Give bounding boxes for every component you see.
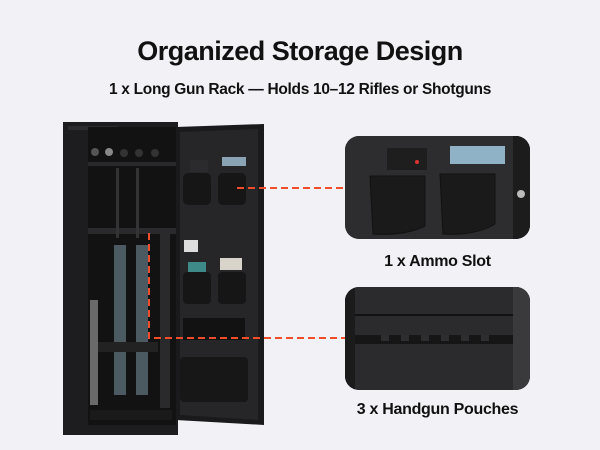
rifle bbox=[136, 245, 148, 395]
top-shelf bbox=[88, 162, 176, 166]
rifle bbox=[160, 228, 170, 408]
handgun-pouch bbox=[218, 173, 246, 205]
rifle bbox=[114, 245, 126, 395]
callout-label-bottom: 3 x Handgun Pouches bbox=[356, 401, 519, 418]
handgun-pouch bbox=[218, 272, 246, 304]
gun-rack bbox=[88, 228, 176, 234]
rack-slots bbox=[355, 335, 513, 344]
rifle bbox=[90, 300, 98, 405]
page-subtitle: 1 x Long Gun Rack — Holds 10–12 Rifles o… bbox=[108, 81, 492, 98]
page-title: Organized Storage Design bbox=[137, 36, 463, 66]
handgun-pouch bbox=[183, 272, 211, 304]
handgun-pouch bbox=[183, 173, 211, 205]
callout-label-top: 1 x Ammo Slot bbox=[384, 253, 491, 270]
callout-line-bottom bbox=[148, 233, 345, 339]
inset-gun-rack bbox=[345, 287, 530, 390]
inset-handgun-pouches bbox=[345, 136, 530, 239]
ammo-slot bbox=[183, 318, 245, 340]
bottom-pouch bbox=[180, 357, 248, 402]
